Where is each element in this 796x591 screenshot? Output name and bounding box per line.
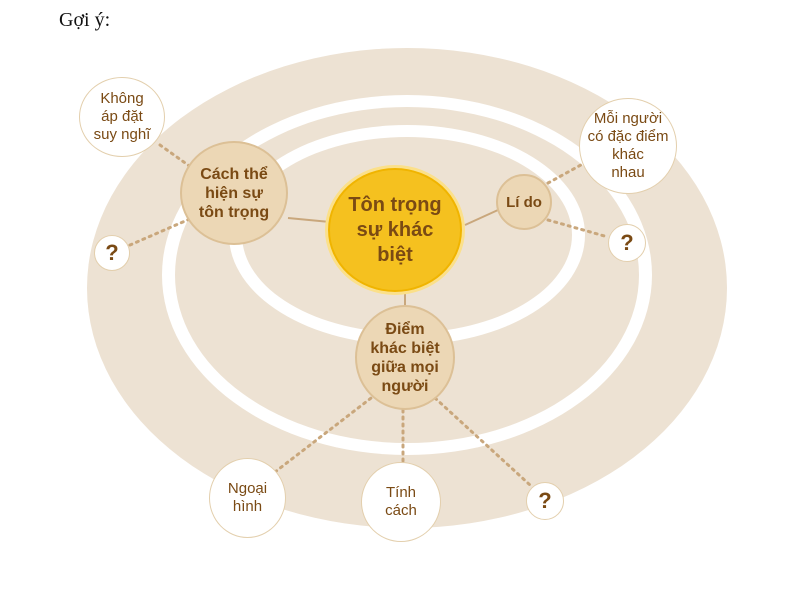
leaf-no-impose: Không áp đặt suy nghĩ <box>79 77 165 157</box>
connector-center-reason <box>464 209 499 226</box>
connector-difference-question <box>433 396 532 487</box>
leaf-unique-label: Mỗi người có đặc điểm khác nhau <box>587 110 669 181</box>
connector-reason-question <box>546 218 610 239</box>
question-mark-icon: ? <box>105 240 119 265</box>
question-expression: ? <box>94 235 130 271</box>
hub-reason-label: Lí do <box>506 193 542 211</box>
question-difference: ? <box>526 482 564 520</box>
center-label: Tôn trọng sự khác biệt <box>348 193 442 266</box>
connector-difference-appearance <box>273 393 377 474</box>
leaf-unique: Mỗi người có đặc điểm khác nhau <box>579 98 677 194</box>
hub-difference-label: Điểm khác biệt giữa mọi người <box>370 320 440 395</box>
question-mark-icon: ? <box>538 488 552 513</box>
hub-expression: Cách thể hiện sự tôn trọng <box>180 141 288 245</box>
hub-difference: Điểm khác biệt giữa mọi người <box>355 305 455 410</box>
connector-reason-unique <box>546 158 592 185</box>
leaf-no-impose-label: Không áp đặt suy nghĩ <box>93 90 151 143</box>
connector-center-expression <box>287 217 331 223</box>
leaf-personality: Tính cách <box>361 462 441 542</box>
leaf-appearance-label: Ngoại hình <box>227 480 268 515</box>
hub-expression-label: Cách thể hiện sự tôn trọng <box>198 165 270 221</box>
leaf-appearance: Ngoại hình <box>209 458 286 538</box>
hint-label: Gợi ý: <box>59 9 111 31</box>
hub-reason: Lí do <box>496 174 552 230</box>
question-reason: ? <box>608 224 646 262</box>
leaf-personality-label: Tính cách <box>385 484 417 519</box>
center-node: Tôn trọng sự khác biệt <box>325 165 465 295</box>
question-mark-icon: ? <box>620 230 634 255</box>
connector-expression-question <box>128 216 194 247</box>
